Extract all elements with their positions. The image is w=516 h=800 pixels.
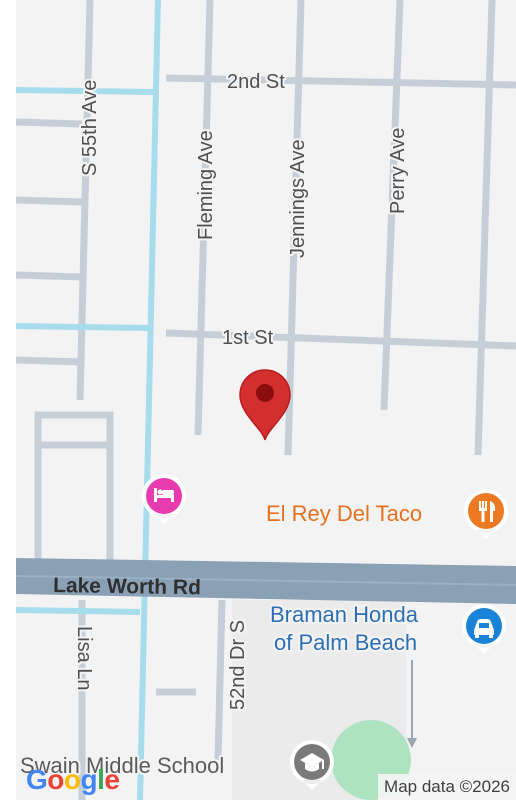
residential-streets — [16, 0, 516, 800]
arterial-bottom-left — [16, 607, 141, 615]
car-dealer-marker[interactable] — [461, 604, 506, 654]
street-left-a — [16, 118, 83, 128]
google-letter: g — [80, 764, 98, 795]
school-marker[interactable] — [289, 740, 334, 790]
google-letter: G — [26, 764, 48, 795]
street-first — [165, 329, 516, 350]
google-letter: l — [97, 764, 105, 795]
map-attribution[interactable]: Map data ©2026 — [378, 774, 516, 800]
street-second — [165, 74, 516, 89]
street-far-right — [474, 0, 496, 456]
map-layer[interactable]: S 55th Ave Fleming Ave Jennings Ave Perr… — [16, 0, 516, 800]
street-jennings — [284, 0, 305, 456]
label-fifty-second: 52nd Dr S — [227, 620, 249, 710]
google-letter: o — [47, 764, 64, 795]
location-pin-icon[interactable] — [239, 369, 291, 441]
street-fleming — [194, 0, 214, 436]
service-road-loop — [34, 411, 114, 560]
restaurant-marker[interactable] — [463, 489, 508, 539]
arterial-top-left — [16, 87, 159, 95]
label-first: 1st St — [222, 327, 274, 349]
label-s55th: S 55th Ave — [79, 80, 101, 176]
street-left-b — [16, 196, 83, 206]
arterial-mid-left — [16, 323, 149, 331]
map-canvas[interactable]: S 55th Ave Fleming Ave Jennings Ave Perr… — [16, 0, 516, 800]
street-fifty-second — [214, 599, 226, 761]
car-dealer-icon-window — [479, 623, 489, 628]
location-pin-dot — [256, 384, 274, 402]
google-logo: Google — [26, 764, 120, 796]
label-perry: Perry Ave — [387, 128, 409, 214]
label-braman-line1[interactable]: Braman Honda — [268, 600, 421, 629]
label-jennings: Jennings Ave — [287, 139, 309, 258]
hotel-icon — [154, 488, 174, 502]
street-left-d — [16, 356, 83, 366]
google-letter: e — [104, 764, 120, 795]
label-second: 2nd St — [227, 71, 285, 93]
arterial-vertical — [137, 0, 161, 800]
label-fleming: Fleming Ave — [195, 130, 217, 240]
hotel-marker[interactable] — [141, 474, 186, 524]
label-braman-line2[interactable]: of Palm Beach — [272, 628, 419, 657]
arterial-roads — [16, 0, 161, 800]
school-icon — [300, 753, 324, 772]
label-lisa: Lisa Ln — [73, 626, 95, 691]
label-swain-middle-school[interactable]: Swain Middle School — [18, 751, 226, 780]
location-pin-shape — [239, 369, 291, 441]
street-s55th — [76, 0, 94, 401]
highway-centerline — [16, 575, 516, 586]
label-el-rey-del-taco[interactable]: El Rey Del Taco — [264, 499, 424, 528]
label-lake-worth: Lake Worth Rd — [53, 574, 201, 599]
google-letter: o — [63, 764, 81, 795]
campus-path-arrow — [407, 738, 417, 748]
restaurant-icon — [479, 501, 496, 522]
street-left-c — [16, 271, 83, 281]
